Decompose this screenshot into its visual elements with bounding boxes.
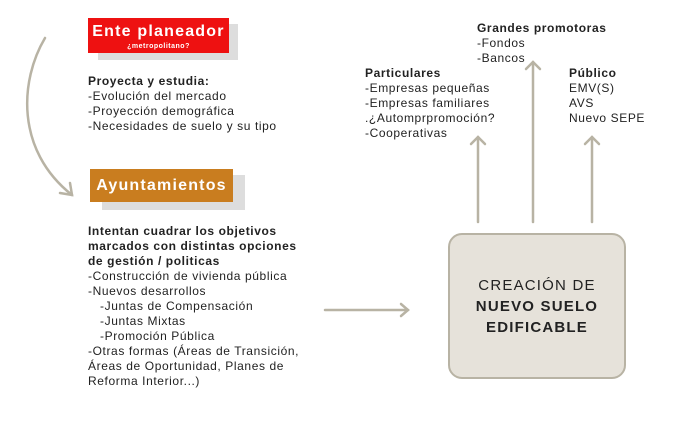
nuevo-suelo-box: CREACIÓN DE NUEVO SUELO EDIFICABLE [448,233,626,379]
horizontal-arrow-head [399,302,410,318]
list-item: -Otras formas (Áreas de Transición, [88,344,300,358]
ayunt-heading: de gestión / politicas [88,254,220,268]
particulares-heading: Particulares [365,66,441,80]
list-item: -Juntas de Compensación [100,299,254,313]
list-item: -Empresas pequeñas [365,81,490,95]
list-item: -Construcción de vivienda pública [88,269,288,283]
publico: Público EMV(S) AVS Nuevo SEPE [569,66,645,126]
grandes-heading: Grandes promotoras [477,21,607,35]
list-item: -Cooperativas [365,126,448,140]
arrow-grandes-head [524,60,542,71]
list-item: Áreas de Oportunidad, Planes de [88,359,285,373]
curved-arrow-head [58,181,74,197]
arrow-publico-head [583,135,601,146]
list-item: EMV(S) [569,81,615,95]
list-item: -Fondos [477,36,526,50]
list-item: -Necesidades de suelo y su tipo [88,119,277,133]
ayunt-heading: marcados con distintas opciones [88,239,297,253]
list-item: -Bancos [477,51,526,65]
list-item: -Juntas Mixtas [100,314,186,328]
center-line-3: EDIFICABLE [486,318,588,336]
grandes-promotoras: Grandes promotoras -Fondos -Bancos [477,21,607,66]
list-item: Nuevo SEPE [569,111,646,125]
list-item: -Promoción Pública [100,329,215,343]
center-line-2: NUEVO SUELO [475,297,599,315]
ente-title: Ente planeador [92,23,225,40]
ayuntamientos-label: Ayuntamientos [90,169,233,202]
publico-heading: Público [569,66,617,80]
ayunt-heading: Intentan cuadrar los objetivos [88,224,277,238]
list-item: AVS [569,96,594,110]
curved-arrow [25,36,74,197]
list-item: -Proyección demográfica [88,104,235,118]
list-item: -Evolución del mercado [88,89,227,103]
ente-heading: Proyecta y estudia: [88,74,210,88]
ente-planeador-label: Ente planeador ¿metropolitano? [88,18,229,53]
list-item: -Empresas familiares [365,96,490,110]
particulares: Particulares -Empresas pequeñas -Empresa… [365,66,495,141]
ente-subtitle: ¿metropolitano? [127,43,190,50]
list-item: Reforma Interior...) [88,374,201,388]
list-item: -Nuevos desarrollos [88,284,207,298]
ente-text: Proyecta y estudia: -Evolución del merca… [88,74,277,134]
arrow-particulares-head [469,135,487,146]
ayunt-text: Intentan cuadrar los objetivos marcados … [88,224,299,389]
center-line-1: CREACIÓN DE [478,276,596,294]
list-item: .¿Automprpromoción? [365,111,496,125]
